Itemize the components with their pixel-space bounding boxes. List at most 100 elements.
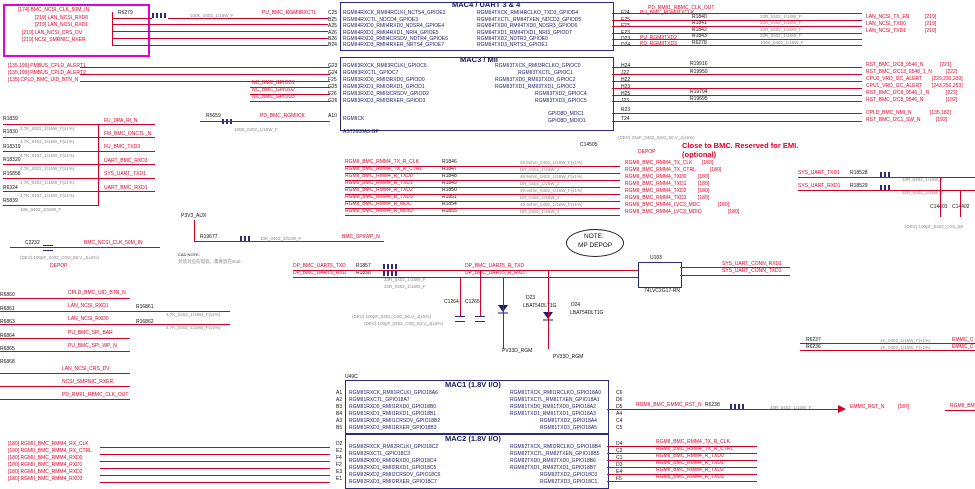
pin-name: RGMII3RXD0_RMII3RXD0_GPIOD0 [343, 77, 425, 83]
res-val: 4.7K_0402_1/16W_F(x1%) [20, 139, 75, 144]
net-label: PU_BMC_SPI_BAR [68, 330, 113, 336]
wire [612, 20, 862, 21]
wire [960, 190, 961, 217]
wire [100, 447, 330, 448]
diode-part-0: LBAT54DLT1G [523, 303, 557, 309]
wire [612, 67, 862, 68]
mac3-title: MAC3 / MII [460, 55, 498, 64]
bottom-right-net: RGMII_BM [950, 403, 975, 409]
pin: H23 [621, 84, 631, 90]
ref-num: [229,230,239] [932, 76, 963, 82]
u103-part: 74LVC2G17-RN [644, 288, 681, 294]
wire [0, 386, 130, 387]
res-val: DR_0402_1/16W_J [520, 209, 560, 214]
pin: C4 [616, 418, 623, 424]
res-val: 33R_0402_1/16W_F [760, 27, 802, 32]
wire [800, 350, 975, 351]
ref-num: [180] [698, 181, 710, 187]
pin: A2 [336, 397, 343, 403]
pin: B24 [328, 42, 337, 48]
highlight-box [3, 4, 150, 57]
pin: F26 [328, 91, 337, 97]
mdio-pin-1: T24 [621, 116, 630, 122]
res-ref: R6860 [0, 292, 15, 298]
ref-num: [219] [925, 21, 937, 27]
net-label: LAN_NCSI_TXD1 [866, 28, 907, 34]
res-ref: R1850 [442, 187, 457, 193]
right-mid-ref-0: R6237 [806, 337, 821, 343]
res-ref: R1848 [442, 173, 457, 179]
res-ref: R6865 [0, 346, 15, 352]
pin-name: RGMII3TXD0_RMII3TXD0_GPIOC2 [495, 77, 576, 83]
mac1-out-net: RGMII_BMC_EMMC_RST_N [636, 402, 702, 408]
wire [0, 324, 230, 325]
res-val: 4.7K_0402_1/16W_F(x1%) [20, 153, 75, 158]
right-mid-val-0: 1K_0402_1/16W_F(x1%) [880, 338, 931, 343]
resistor-symbol [880, 172, 892, 177]
pin-name: RGMII3TXD2_GPIOC4 [535, 91, 587, 97]
res-val: DR_0402_1/16W_J [520, 195, 560, 200]
net-label: [135,199] PMBUS_CPLD_ALERT1 [8, 63, 86, 69]
wire [612, 88, 862, 89]
pin: A26 [328, 30, 337, 36]
wire [345, 173, 620, 174]
top-left-net-3: [219] LAN_NCSI_CRS_DV [22, 30, 83, 36]
wire [100, 461, 330, 462]
uart5-net-right-0: SYS_UART_CONN_RXD1 [722, 261, 782, 267]
right-top-cap-0: C14401 [930, 204, 948, 210]
capacitor-symbol [455, 316, 465, 322]
wire [0, 351, 130, 352]
res-ref: R1840 [692, 14, 707, 20]
mdio-net-0: CPLD_BMC_NMI_N [866, 110, 912, 116]
pin: B3 [336, 404, 343, 410]
mac3-block [340, 57, 614, 131]
top-left-net-1: [219] LAN_NCSI_RXD0 [35, 15, 89, 21]
wire [612, 113, 862, 114]
res-ref: R6868 [0, 359, 15, 365]
wire [98, 124, 99, 206]
res-val: 4.7K_0402_1/16W_F(x1%) [20, 193, 75, 198]
pin-name: RGMII4RXD0_RMII4RXD0_NDSR4_GPIOE4 [343, 23, 445, 29]
res-val: DR_0402_1/16W_J [520, 167, 560, 172]
net-label: RGMII_BMC_RMM4_TXD1 [625, 181, 687, 187]
wire [3, 205, 98, 206]
net-label: [135,199] PMBUS_CPLD_ALERT2 [8, 70, 86, 76]
wire [607, 474, 757, 475]
wire [3, 178, 155, 179]
pin-name: RGMII2RXD1_RMII2RXD1_GPIO18C5 [349, 465, 437, 471]
c14505-val: (DEV) 22pF_0402_C0G_50 V_J(±5%) [618, 135, 695, 140]
net-label: PU_RGMIITXD2 [640, 35, 677, 41]
pin-name: RGMII1RXD1_RMII1RXD1_GPIO18B1 [349, 411, 436, 417]
uart5-cap-1: C1265 [465, 299, 480, 305]
uart5-cap-val-1: (DEV) 100pF_0402_C0G_50 V_J(±5%) [352, 314, 432, 319]
pin: C5 [616, 425, 623, 431]
wire [200, 121, 330, 122]
net-label: CPU1_VRD_I2C_ALERT [866, 83, 923, 89]
wire [293, 270, 638, 271]
pin-name: RGMII2TXD2_GPIO18C0 [540, 472, 598, 478]
u103-buffer [638, 262, 682, 288]
res-ref: R6324 [3, 185, 18, 191]
mac4-top-net: PD_RMII1_RBMC_CLK_OUT [648, 5, 715, 11]
net-label: FU_DPA_RI_N [104, 118, 138, 124]
wire [0, 373, 130, 374]
mdio-net-1: RST_BMC_I2C1_SW_N [866, 117, 921, 123]
right-mid-net-0: EMMC_C [952, 337, 974, 343]
mac2-title: MAC2 (1.8V I/O) [445, 434, 501, 443]
wire [798, 177, 975, 178]
pin-name: RGMII2RXCTL_GPIO18C3 [349, 451, 410, 457]
pin: H25 [621, 91, 631, 97]
wire [80, 74, 330, 75]
wire [250, 94, 330, 95]
wire [345, 201, 620, 202]
top-left-net-2: [219] LAN_NCSI_RXD1 [35, 22, 89, 28]
res-ref: R16858 [3, 171, 21, 177]
wire [112, 45, 328, 46]
net-label: [180] RGMII_BMC_RMM4_RX_CTRL [8, 448, 92, 454]
pin: F2 [336, 462, 342, 468]
pin: F5 [616, 476, 622, 482]
top-left-res-val: 100K_0402_1/16W_F [190, 13, 234, 18]
res-val: DR_0402_1/16W_J [520, 181, 560, 186]
rgmiick-ref: R5659 [206, 113, 221, 119]
pin-name: RGMII1TXCK_RMII1RCLKO_GPIO18A0 [510, 390, 601, 396]
